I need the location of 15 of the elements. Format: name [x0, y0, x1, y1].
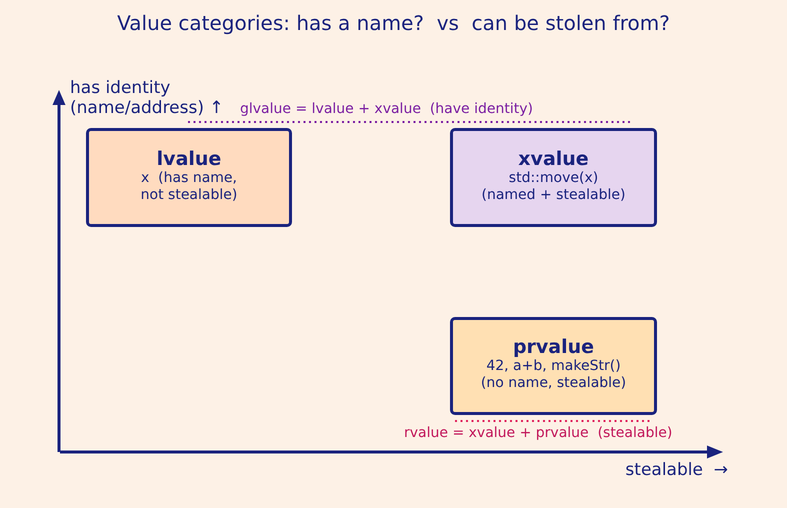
category-heading: xvalue — [518, 148, 589, 170]
category-description: (named + stealable) — [482, 186, 626, 204]
category-box — [450, 317, 657, 415]
category-description: 42, a+b, makeStr() — [486, 358, 621, 375]
category-description: x (has name, not stealable) — [140, 170, 238, 204]
axis-label: stealable → — [625, 460, 728, 480]
category-box — [86, 128, 292, 227]
category-box — [450, 128, 657, 227]
diagram-title: Value categories: has a name? vs can be stolen from? — [117, 10, 670, 36]
category-description: (no name, stealable) — [480, 375, 626, 392]
group-label: rvalue = xvalue + prvalue (stealable) — [404, 425, 672, 442]
category-heading: lvalue — [156, 148, 222, 170]
group-label: glvalue = lvalue + xvalue (have identity) — [240, 101, 533, 118]
category-heading: prvalue — [512, 336, 594, 358]
category-description: std::move(x) — [508, 170, 598, 186]
